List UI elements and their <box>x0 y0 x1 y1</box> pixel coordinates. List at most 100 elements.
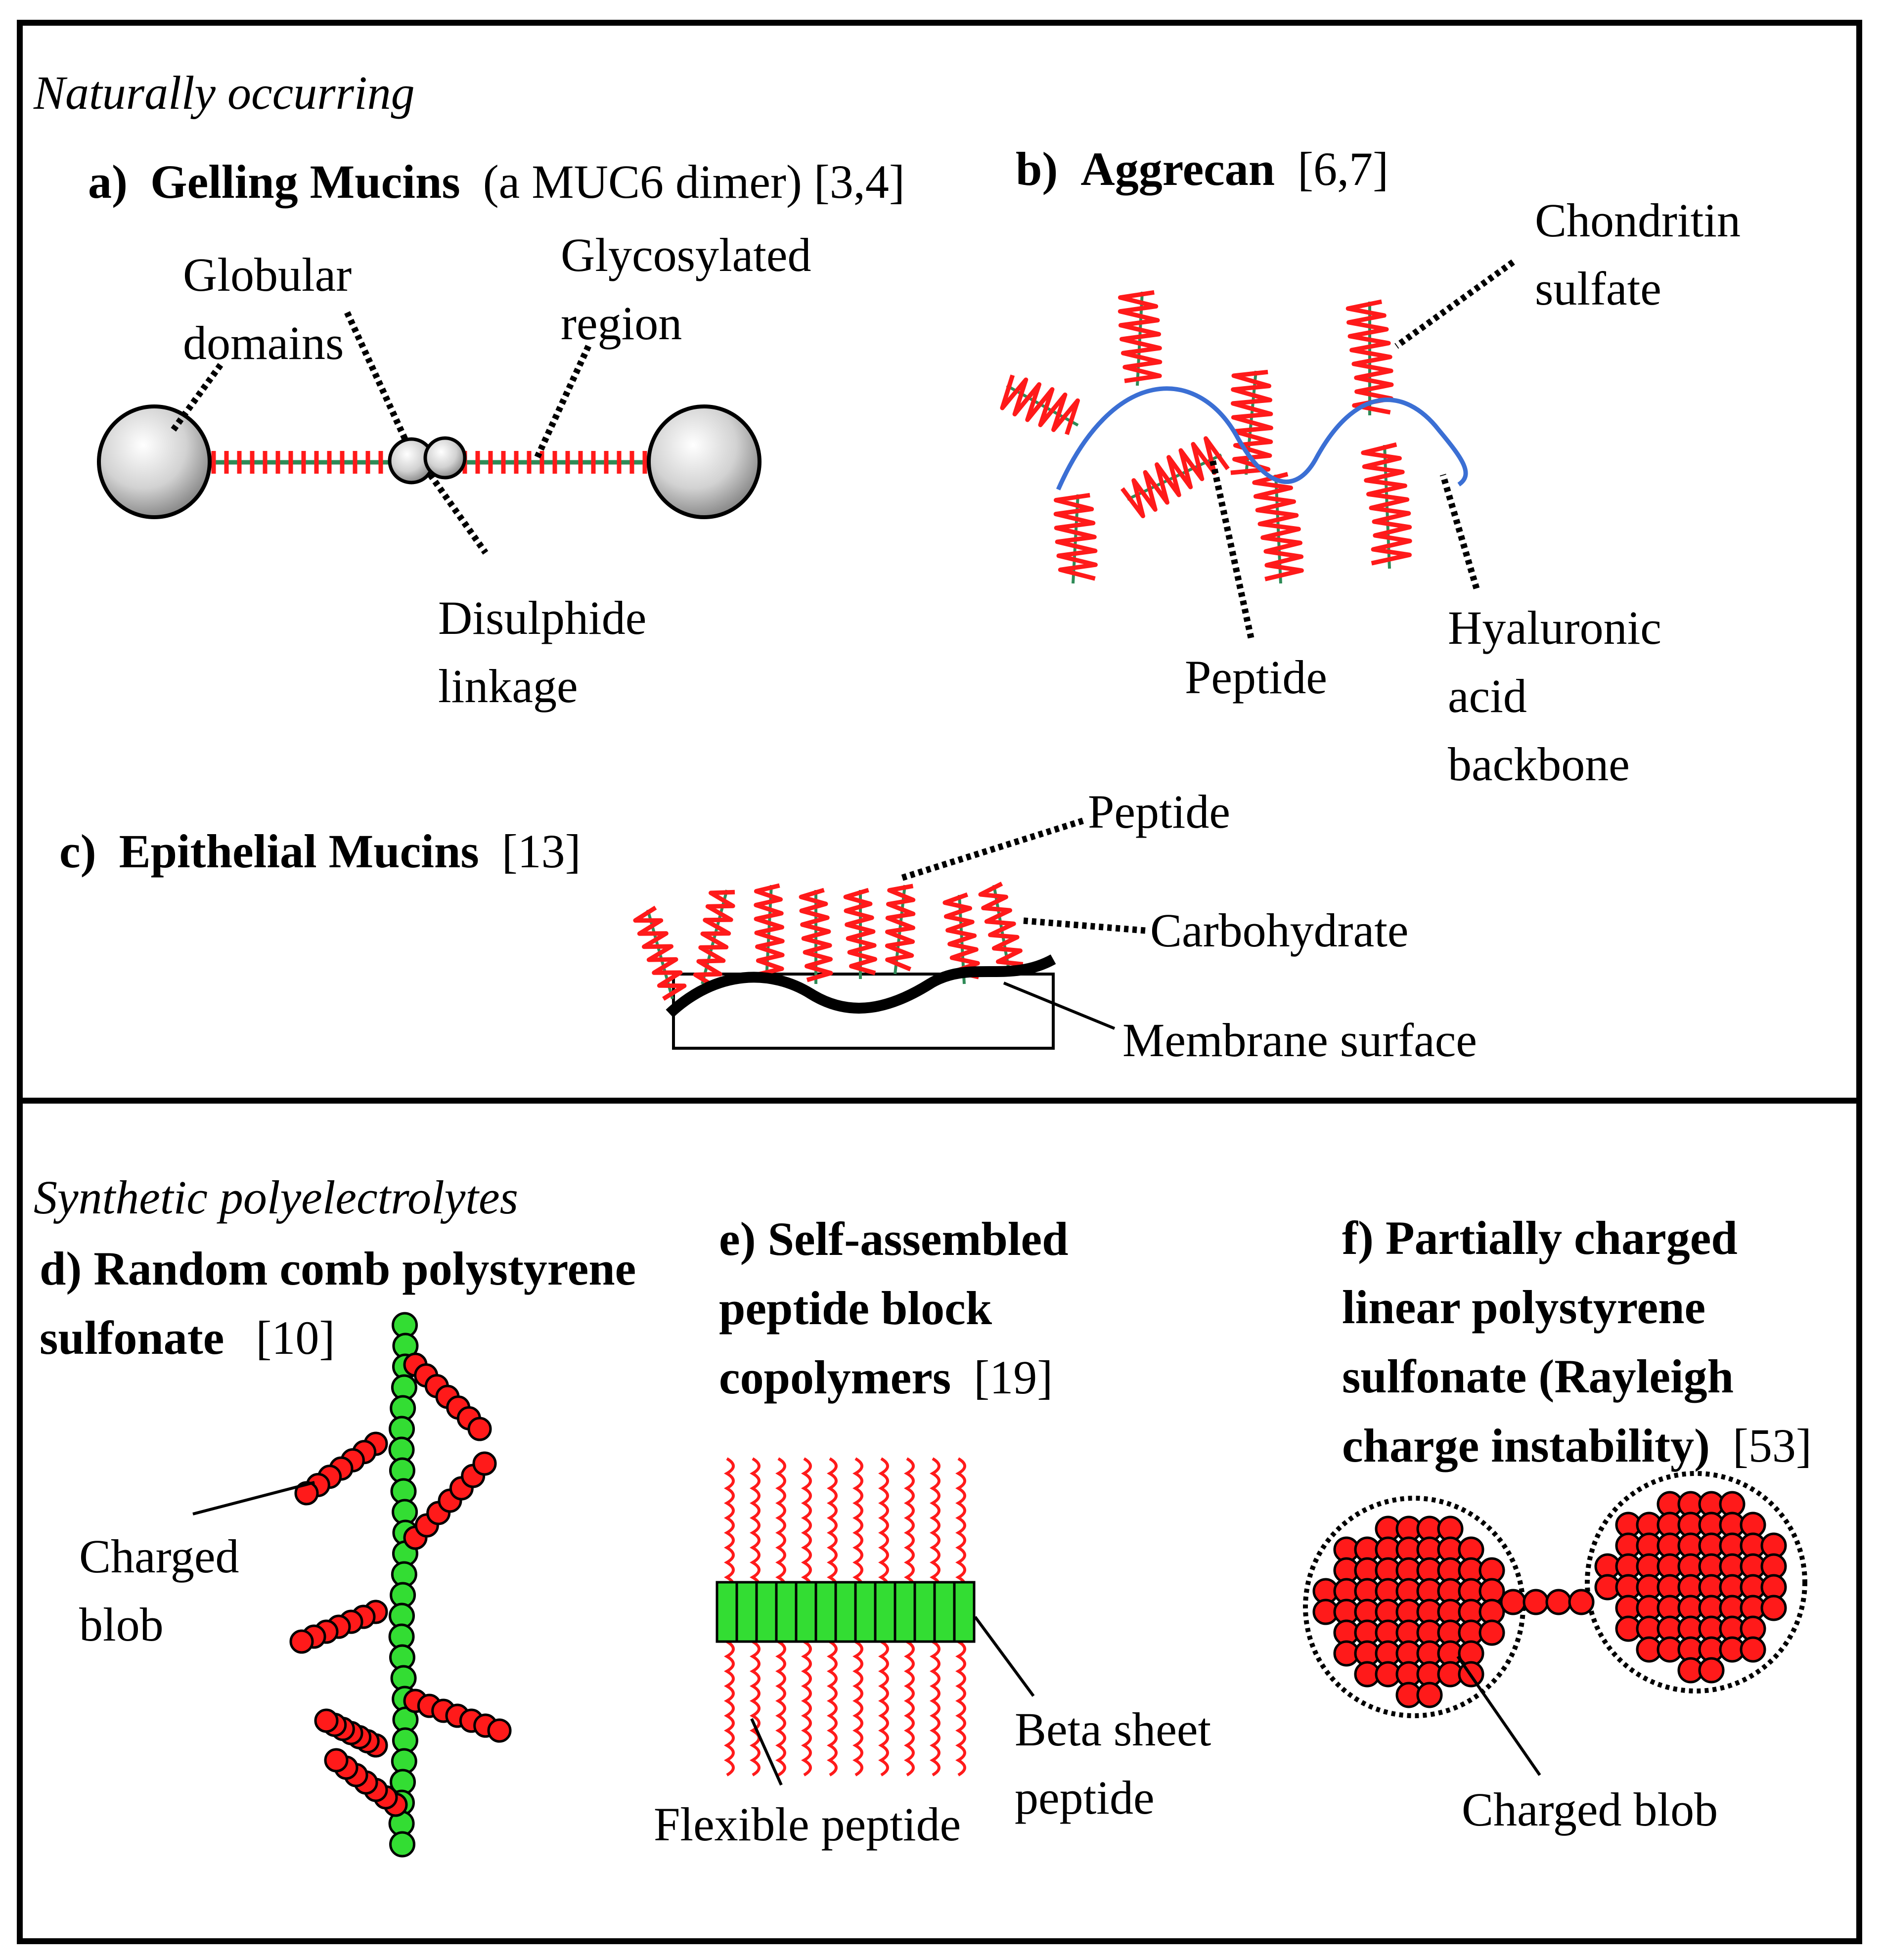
carbohydrate-squiggle <box>693 890 735 989</box>
leader-carbohydrate <box>1023 917 1146 934</box>
leader-disulphide <box>427 473 489 555</box>
peptide-block-diagram <box>716 1457 976 1777</box>
flexible-peptide-chain <box>801 1640 812 1777</box>
charged-bead <box>1416 1682 1443 1708</box>
carbohydrate-squiggle <box>754 883 785 977</box>
panel-a-letter: a) <box>88 155 128 208</box>
carbohydrate-squiggle <box>1252 472 1304 581</box>
flexible-peptide-chain <box>775 1640 786 1777</box>
chondroitin-brush <box>1000 374 1080 435</box>
panel-f-title-line4: charge instability) [53] <box>1342 1419 1812 1472</box>
flexible-peptide-chain <box>930 1640 940 1777</box>
charged-bead <box>1760 1595 1787 1621</box>
leader-charged-blob-f <box>1456 1655 1541 1776</box>
label-charged-blob-f: Charged blob <box>1462 1783 1718 1836</box>
flexible-peptide-chain <box>878 1457 889 1594</box>
epithelial-glycoprotein-brushes <box>633 882 1024 1001</box>
carbohydrate-squiggle <box>1345 299 1394 415</box>
flexible-peptide-chain <box>724 1640 735 1777</box>
beta-strand <box>874 1581 896 1643</box>
leader-chondritin <box>1394 259 1515 349</box>
epithelial-brush <box>633 905 687 1001</box>
chondroitin-brush <box>1345 299 1394 415</box>
carbohydrate-squiggle <box>1118 290 1163 383</box>
panel-a-name: Gelling Mucins <box>150 155 460 208</box>
carbohydrate-squiggle <box>1053 492 1098 581</box>
label-membrane-surface: Membrane surface <box>1122 1014 1477 1067</box>
carbohydrate-squiggle <box>633 905 687 1001</box>
leader-hyaluronic <box>1439 474 1480 589</box>
charged-bead <box>289 1629 314 1654</box>
leader-flexible <box>750 1718 783 1786</box>
mucin-dimer-diagram <box>97 404 761 519</box>
beta-strand <box>854 1581 877 1643</box>
beta-strand <box>735 1581 758 1643</box>
flexible-peptide-chain <box>724 1457 735 1594</box>
panel-e-title-line3: copolymers [19] <box>719 1351 1053 1404</box>
flexible-peptide-chains <box>724 1457 966 1777</box>
flexible-peptide-chain <box>750 1640 761 1777</box>
membrane-surface-line <box>666 954 1056 1018</box>
beta-strand <box>775 1581 798 1643</box>
charged-bead <box>472 1451 497 1476</box>
charged-bead <box>1740 1636 1766 1663</box>
charged-bead <box>1478 1619 1505 1646</box>
charged-bead <box>487 1718 512 1743</box>
flexible-peptide-chain <box>852 1640 863 1777</box>
bridge-bead <box>1568 1589 1595 1615</box>
charged-bead <box>314 1708 339 1733</box>
aggrecan-diagram <box>1000 290 1468 584</box>
charged-bead <box>324 1748 349 1773</box>
random-comb-diagram <box>289 1312 512 1858</box>
label-peptide-epithelial: Peptide <box>1088 785 1230 838</box>
globular-domain-left <box>97 404 212 519</box>
leader-beta-sheet <box>974 1616 1035 1697</box>
label-carbohydrate: Carbohydrate <box>1150 904 1408 957</box>
flexible-peptide-chain <box>878 1640 889 1777</box>
carbohydrate-squiggle <box>799 888 833 982</box>
leader-glycosylated <box>533 345 591 461</box>
chondroitin-brush <box>1118 290 1163 386</box>
backbone-bead <box>389 1831 416 1858</box>
panel-e-title: e) Self-assembled peptide block <box>719 1212 1080 1335</box>
epithelial-mucin-diagram <box>633 882 1056 1050</box>
beta-strand <box>716 1581 738 1643</box>
charged-bead <box>1698 1657 1725 1684</box>
panel-b-title: b) Aggrecan [6,7] <box>1016 142 1388 195</box>
bridge-bead <box>1523 1589 1549 1615</box>
beta-strand <box>834 1581 857 1643</box>
panel-a-title: a) Gelling Mucins (a MUC6 dimer) [3,4] <box>88 155 905 208</box>
label-flexible-peptide: Flexible peptide <box>654 1798 961 1851</box>
label-peptide-aggrecan: Peptide <box>1185 651 1327 704</box>
chondroitin-brush <box>1120 436 1230 519</box>
leader-membrane <box>1003 981 1116 1030</box>
globular-domain-right <box>647 404 761 519</box>
chondroitin-brush <box>1361 442 1412 569</box>
beta-strand <box>894 1581 916 1643</box>
leader-globular <box>170 363 224 432</box>
flexible-peptide-chain <box>955 1640 966 1777</box>
label-disulphide-linkage: Disulphide linkage <box>438 591 658 713</box>
panel-d-title-line2: sulfonate [10] <box>40 1311 335 1364</box>
label-glycosylated-region: Glycosylated region <box>561 228 823 350</box>
leader-peptide-aggrecan <box>1209 459 1254 639</box>
charged-bead <box>294 1481 319 1506</box>
beta-strand <box>755 1581 778 1643</box>
flexible-peptide-chain <box>827 1457 838 1594</box>
beta-strand <box>953 1581 976 1643</box>
flexible-peptide-chain <box>750 1457 761 1594</box>
carbohydrate-squiggle <box>1120 436 1230 519</box>
flexible-peptide-chain <box>775 1457 786 1594</box>
flexible-peptide-chain <box>930 1457 940 1594</box>
flexible-peptide-chain <box>801 1457 812 1594</box>
panel-a-subtitle: (a MUC6 dimer) [3,4] <box>483 155 905 208</box>
rayleigh-dumbbell-diagram <box>1303 1471 1807 1718</box>
label-globular-domains: Globular domains <box>183 248 363 369</box>
leader-charged-blob-d <box>192 1481 315 1515</box>
blob-boundary <box>1585 1471 1807 1693</box>
leader-peptide-epithelial <box>900 817 1084 882</box>
flexible-peptide-chain <box>827 1640 838 1777</box>
hyaluronic-acid-backbone <box>1056 386 1468 490</box>
label-beta-sheet-peptide: Beta sheet peptide <box>1015 1703 1223 1824</box>
